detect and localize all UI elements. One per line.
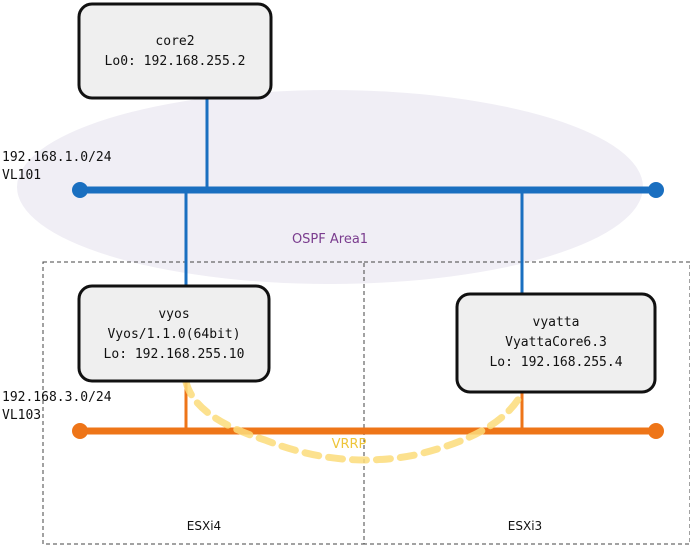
vl103-endpoint-left xyxy=(72,423,88,439)
core2-box xyxy=(77,2,273,100)
vl103-subnet: 192.168.3.0/24 xyxy=(2,390,112,405)
vyatta-version: VyattaCore6.3 xyxy=(505,335,607,350)
esxi3-label: ESXi3 xyxy=(508,519,542,533)
vyatta-box xyxy=(455,292,657,394)
vl101-endpoint-left xyxy=(72,182,88,198)
vl103-endpoint-right xyxy=(648,423,664,439)
esxi4-label: ESXi4 xyxy=(187,519,221,533)
vl101-endpoint-right xyxy=(648,182,664,198)
core2-name: core2 xyxy=(155,34,194,49)
vyos-version: Vyos/1.1.0(64bit) xyxy=(107,327,240,342)
esxi3-frame xyxy=(363,261,690,545)
core2-loopback: Lo0: 192.168.255.2 xyxy=(105,54,246,69)
vl103-vlan: VL103 xyxy=(2,408,41,423)
vyos-loopback: Lo: 192.168.255.10 xyxy=(104,347,245,362)
vrrp-link xyxy=(182,378,526,464)
router-core2: core2 Lo0: 192.168.255.2 xyxy=(77,2,273,100)
vrrp-label: VRRP xyxy=(332,437,367,452)
vyos-box xyxy=(77,284,271,383)
router-vyatta: vyatta VyattaCore6.3 Lo: 192.168.255.4 xyxy=(455,292,657,394)
router-vyos: vyos Vyos/1.1.0(64bit) Lo: 192.168.255.1… xyxy=(77,284,271,383)
vl101-vlan: VL101 xyxy=(2,168,41,183)
ospf-area-label: OSPF Area1 xyxy=(292,232,368,247)
vyatta-loopback: Lo: 192.168.255.4 xyxy=(489,355,622,370)
vl101-subnet: 192.168.1.0/24 xyxy=(2,150,112,165)
vyos-name: vyos xyxy=(158,307,189,322)
vyatta-name: vyatta xyxy=(533,315,580,330)
